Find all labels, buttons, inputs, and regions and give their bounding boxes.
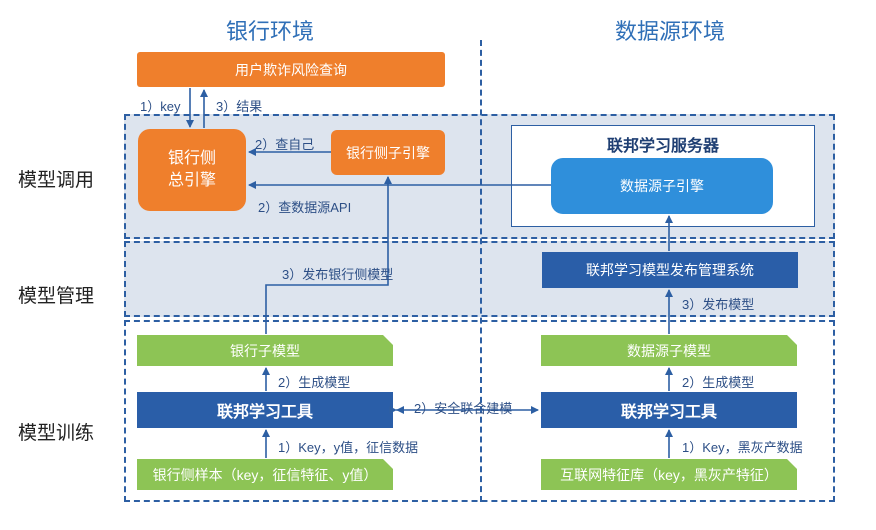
bank-sub-engine: 银行侧子引擎 (331, 130, 445, 175)
bank-samples: 银行侧样本（key，征信特征、y值） (137, 459, 393, 490)
row-label-invoke: 模型调用 (18, 170, 95, 191)
label-publish-model: 3）发布模型 (682, 297, 755, 312)
row-label-manage: 模型管理 (18, 286, 95, 307)
environment-divider (480, 40, 482, 502)
user-fraud-risk-query: 用户欺诈风险查询 (137, 52, 445, 87)
label-gen-ds: 2）生成模型 (682, 375, 755, 390)
label-key: 1）key (140, 99, 181, 114)
label-self-query: 2）查自己 (255, 137, 315, 152)
datasource-fl-tool: 联邦学习工具 (541, 392, 797, 428)
datasource-submodel: 数据源子模型 (541, 335, 797, 366)
bank-submodel: 银行子模型 (137, 335, 393, 366)
row-label-train: 模型训练 (18, 423, 95, 444)
datasource-sub-engine: 数据源子引擎 (551, 158, 773, 214)
bank-env-title: 银行环境 (225, 19, 314, 44)
label-secure-modeling: 2）安全联合建模 (414, 401, 513, 416)
label-ds-input: 1）Key，黑灰产数据 (682, 440, 803, 455)
label-gen-bank: 2）生成模型 (278, 375, 351, 390)
internet-feature-store: 互联网特征库（key，黑灰产特征） (541, 459, 797, 490)
label-ds-api: 2）查数据源API (258, 200, 352, 215)
fl-model-publish-system: 联邦学习模型发布管理系统 (542, 252, 798, 288)
label-result: 3）结果 (216, 99, 263, 114)
bank-main-engine: 银行侧 总引擎 (138, 129, 246, 211)
label-publish-bank: 3）发布银行侧模型 (282, 267, 394, 282)
label-bank-input: 1）Key，y值，征信数据 (278, 440, 419, 455)
datasource-env-title: 数据源环境 (614, 19, 725, 44)
federated-learning-server-title: 联邦学习服务器 (606, 138, 719, 155)
bank-fl-tool: 联邦学习工具 (137, 392, 393, 428)
